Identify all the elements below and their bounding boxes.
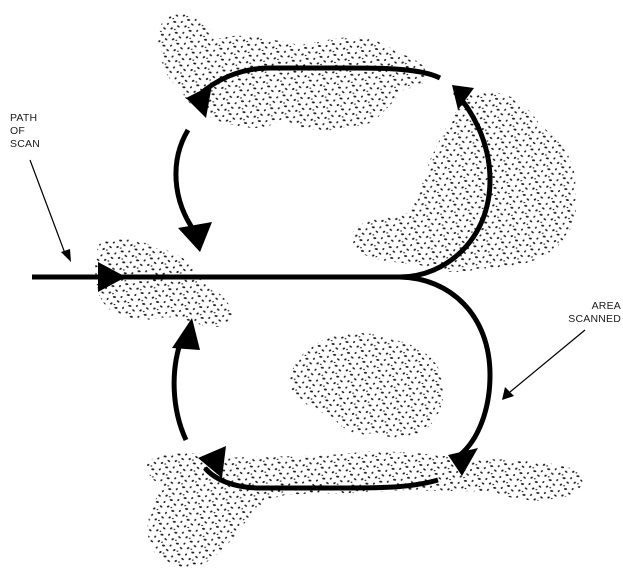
arrow-entry-icon — [98, 262, 126, 292]
scan-path-bottom-right — [399, 274, 493, 457]
leader-area-scanned — [509, 329, 586, 393]
stipple-region-right — [350, 91, 577, 272]
scan-path-top-arc — [196, 65, 442, 98]
arrow-bottom-up-icon — [172, 318, 200, 350]
label-path-line-1: PATH — [10, 112, 38, 124]
stipple-region-center-left — [95, 238, 233, 328]
arrow-bottom-right-down-icon — [448, 448, 478, 476]
label-path-line-2: OF — [10, 125, 25, 137]
label-area-line-1: AREA — [591, 300, 621, 312]
label-area-scanned: AREA SCANNED — [541, 300, 621, 326]
arrow-bottom-left-icon — [198, 446, 226, 478]
scan-path-top-loop — [399, 90, 493, 280]
scan-path-top-left-arc — [173, 128, 198, 234]
scan-path-bottom-left-arc — [171, 337, 189, 442]
label-path-line-3: SCAN — [10, 138, 40, 150]
stipple-region-bottom — [146, 451, 583, 569]
scanned-area-regions — [95, 14, 583, 569]
label-area-line-2: SCANNED — [568, 313, 621, 325]
leader-path-arrow-icon — [61, 249, 71, 262]
scan-path-arrowheads — [98, 85, 478, 478]
stipple-region-middle — [290, 333, 444, 438]
scan-path-bottom-arc — [203, 466, 439, 491]
stipple-region-top — [158, 14, 426, 131]
arrow-top-left-icon — [186, 85, 212, 118]
scan-path — [32, 65, 493, 491]
arrow-top-right-up-icon — [452, 85, 474, 110]
label-path-of-scan: PATH OF SCAN — [10, 112, 70, 151]
leader-path-of-scan — [29, 159, 67, 257]
leader-area-arrow-icon — [502, 387, 514, 400]
leader-lines — [29, 159, 586, 400]
arrow-top-down-icon — [178, 222, 212, 252]
